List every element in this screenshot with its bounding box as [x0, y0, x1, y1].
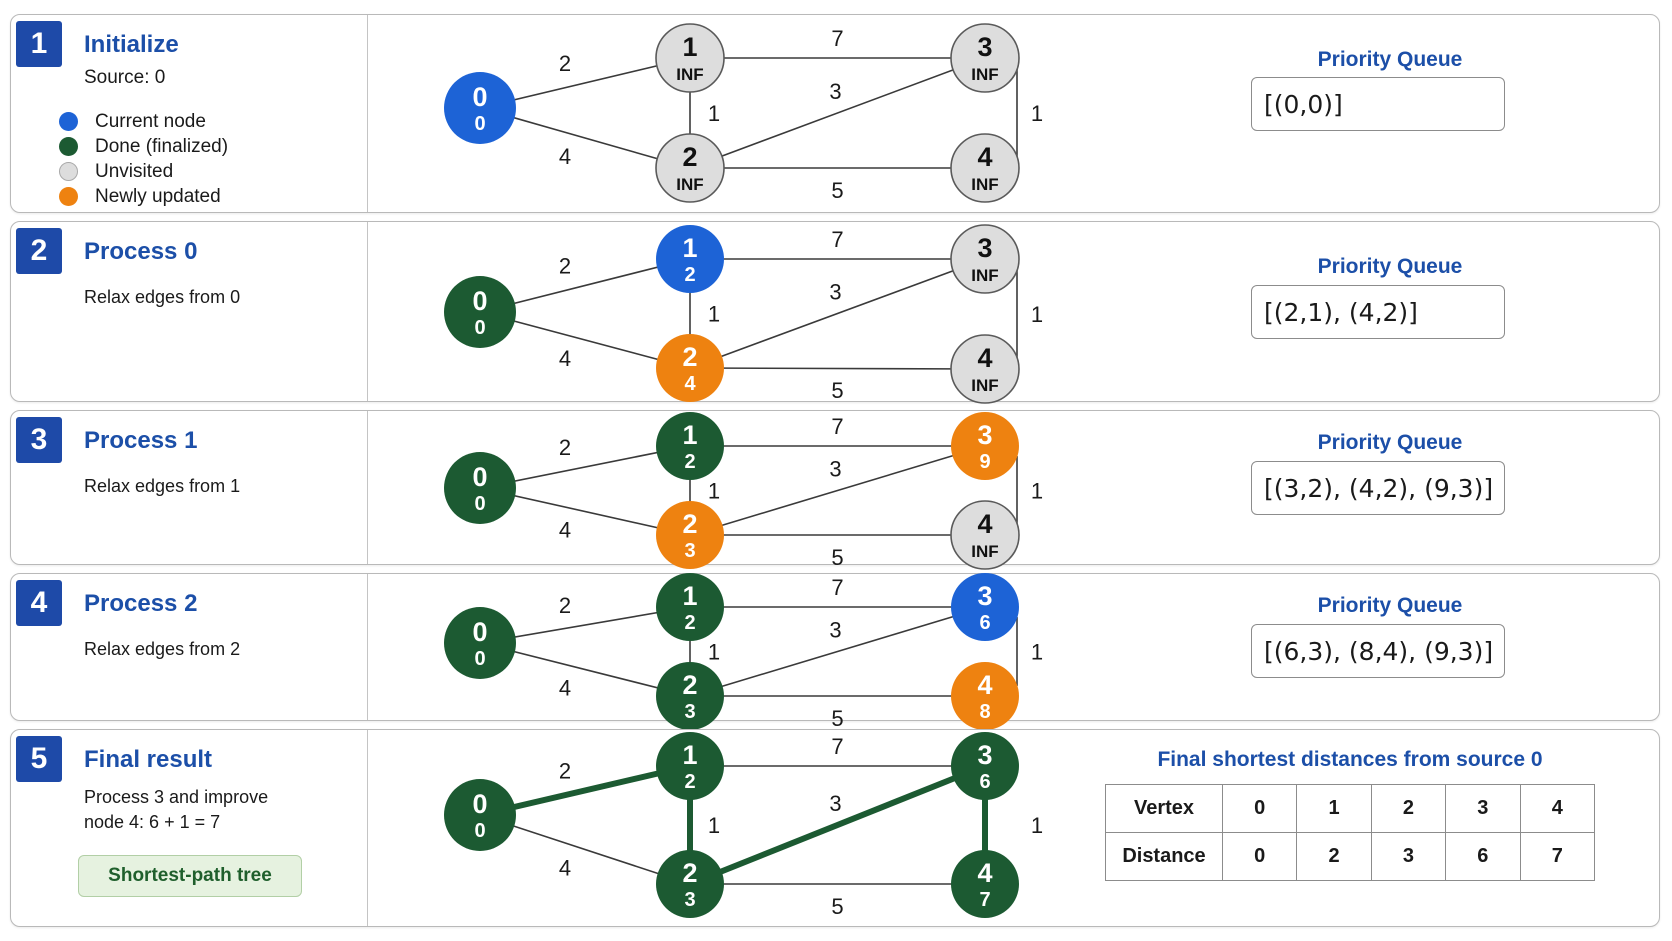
legend-item: Done (finalized) [59, 134, 228, 159]
final-distances-title: Final shortest distances from source 0 [1157, 748, 1543, 771]
step-number-badge: 5 [16, 736, 62, 782]
shortest-path-tree-button[interactable]: Shortest-path tree [78, 855, 302, 897]
table-row-header: Distance [1105, 832, 1223, 881]
panel-divider [367, 574, 368, 720]
legend-dot-icon [59, 187, 78, 206]
step-description: Relax edges from 1 [84, 476, 241, 496]
table-cell-vertex: 1 [1296, 784, 1372, 833]
table-cell-vertex: 0 [1221, 784, 1298, 833]
priority-queue-box: [(3,2), (4,2), (9,3)] [1251, 461, 1505, 515]
step-description: Relax edges from 2 [84, 639, 241, 659]
priority-queue-title: Priority Queue [1317, 255, 1463, 278]
table-cell-vertex: 3 [1445, 784, 1521, 833]
legend-item: Unvisited [59, 159, 228, 184]
table-cell-distance: 3 [1370, 832, 1447, 881]
table-cell-distance: 7 [1519, 832, 1596, 881]
priority-queue-box: [(2,1), (4,2)] [1251, 285, 1505, 339]
step-number-badge: 2 [16, 228, 62, 274]
table-cell-distance: 6 [1445, 832, 1521, 881]
priority-queue-box: [(0,0)] [1251, 77, 1505, 131]
legend-label: Newly updated [95, 185, 221, 207]
priority-queue-title: Priority Queue [1317, 594, 1463, 617]
legend-label: Unvisited [95, 160, 174, 182]
step-title: Process 2 [84, 590, 198, 617]
step-number-badge: 4 [16, 580, 62, 626]
table-cell-distance: 2 [1296, 832, 1372, 881]
panel-divider [367, 411, 368, 564]
legend-dot-icon [59, 162, 78, 181]
legend-label: Current node [95, 110, 206, 132]
step-description: Source: 0 [84, 67, 166, 88]
priority-queue-title: Priority Queue [1317, 431, 1463, 454]
legend-item: Current node [59, 109, 228, 134]
step-description: node 4: 6 + 1 = 7 [84, 812, 221, 832]
panel-divider [367, 222, 368, 401]
priority-queue-box: [(6,3), (8,4), (9,3)] [1251, 624, 1505, 678]
step-number-badge: 1 [16, 21, 62, 67]
legend-item: Newly updated [59, 184, 228, 209]
table-cell-vertex: 2 [1370, 784, 1447, 833]
step-description: Process 3 and improve [84, 787, 269, 807]
step-title: Process 0 [84, 238, 198, 265]
step-description: Relax edges from 0 [84, 287, 241, 307]
legend-dot-icon [59, 112, 78, 131]
panel-divider [367, 730, 368, 926]
legend-label: Done (finalized) [95, 135, 229, 157]
step-panel-4: 4 Process 2 Relax edges from 2 Priority Que… [10, 573, 1660, 721]
legend-dot-icon [59, 137, 78, 156]
priority-queue-title: Priority Queue [1317, 48, 1463, 71]
step-title: Final result [84, 746, 213, 773]
table-row-header: Vertex [1105, 784, 1223, 833]
step-title: Initialize [84, 31, 179, 58]
panel-divider [367, 15, 368, 212]
table-cell-distance: 0 [1221, 832, 1298, 881]
step-panel-2: 2 Process 0 Relax edges from 0 Priority Que… [10, 221, 1660, 402]
step-panel-3: 3 Process 1 Relax edges from 1 Priority Que… [10, 410, 1660, 565]
step-number-badge: 3 [16, 417, 62, 463]
step-title: Process 1 [84, 427, 198, 454]
table-cell-vertex: 4 [1519, 784, 1596, 833]
